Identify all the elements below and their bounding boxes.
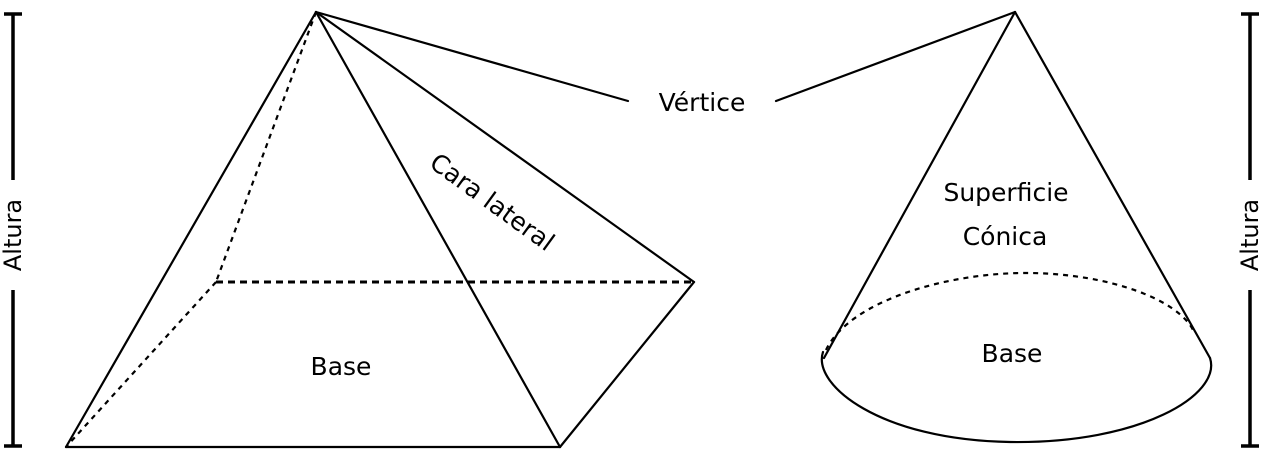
right-height-label: Altura <box>1236 199 1264 271</box>
vertex-leaders <box>314 10 1017 103</box>
left-height-indicator: Altura <box>0 12 27 448</box>
left-height-label: Altura <box>0 199 27 271</box>
vertex-leader-pyramid <box>314 10 630 103</box>
cone-side-left <box>822 10 1017 360</box>
conic-surface-label-line1: Superficie <box>943 178 1068 207</box>
pyramid-base-label: Base <box>311 352 372 381</box>
vertex-leader-cone <box>774 10 1017 103</box>
pyramid-edge-back-right <box>314 10 696 284</box>
pyramid-edge-front-right <box>314 10 562 449</box>
cone-base-front-arc <box>820 350 1213 444</box>
cone-base-back-arc <box>825 271 1196 351</box>
cone-side-right <box>1013 10 1212 360</box>
cone <box>820 10 1213 444</box>
pyramid-hidden-edge-back-left <box>214 11 318 283</box>
right-height-indicator: Altura <box>1236 12 1264 448</box>
vertex-label: Vértice <box>659 88 746 117</box>
cone-base-label: Base <box>982 339 1043 368</box>
pyramid-edge-front-left <box>64 10 318 449</box>
pyramid-base-right-edge <box>558 280 696 449</box>
conic-surface-label-line2: Cónica <box>963 222 1048 251</box>
pyramid <box>64 10 696 449</box>
pyramid-hidden-base-left-edge <box>65 281 217 448</box>
